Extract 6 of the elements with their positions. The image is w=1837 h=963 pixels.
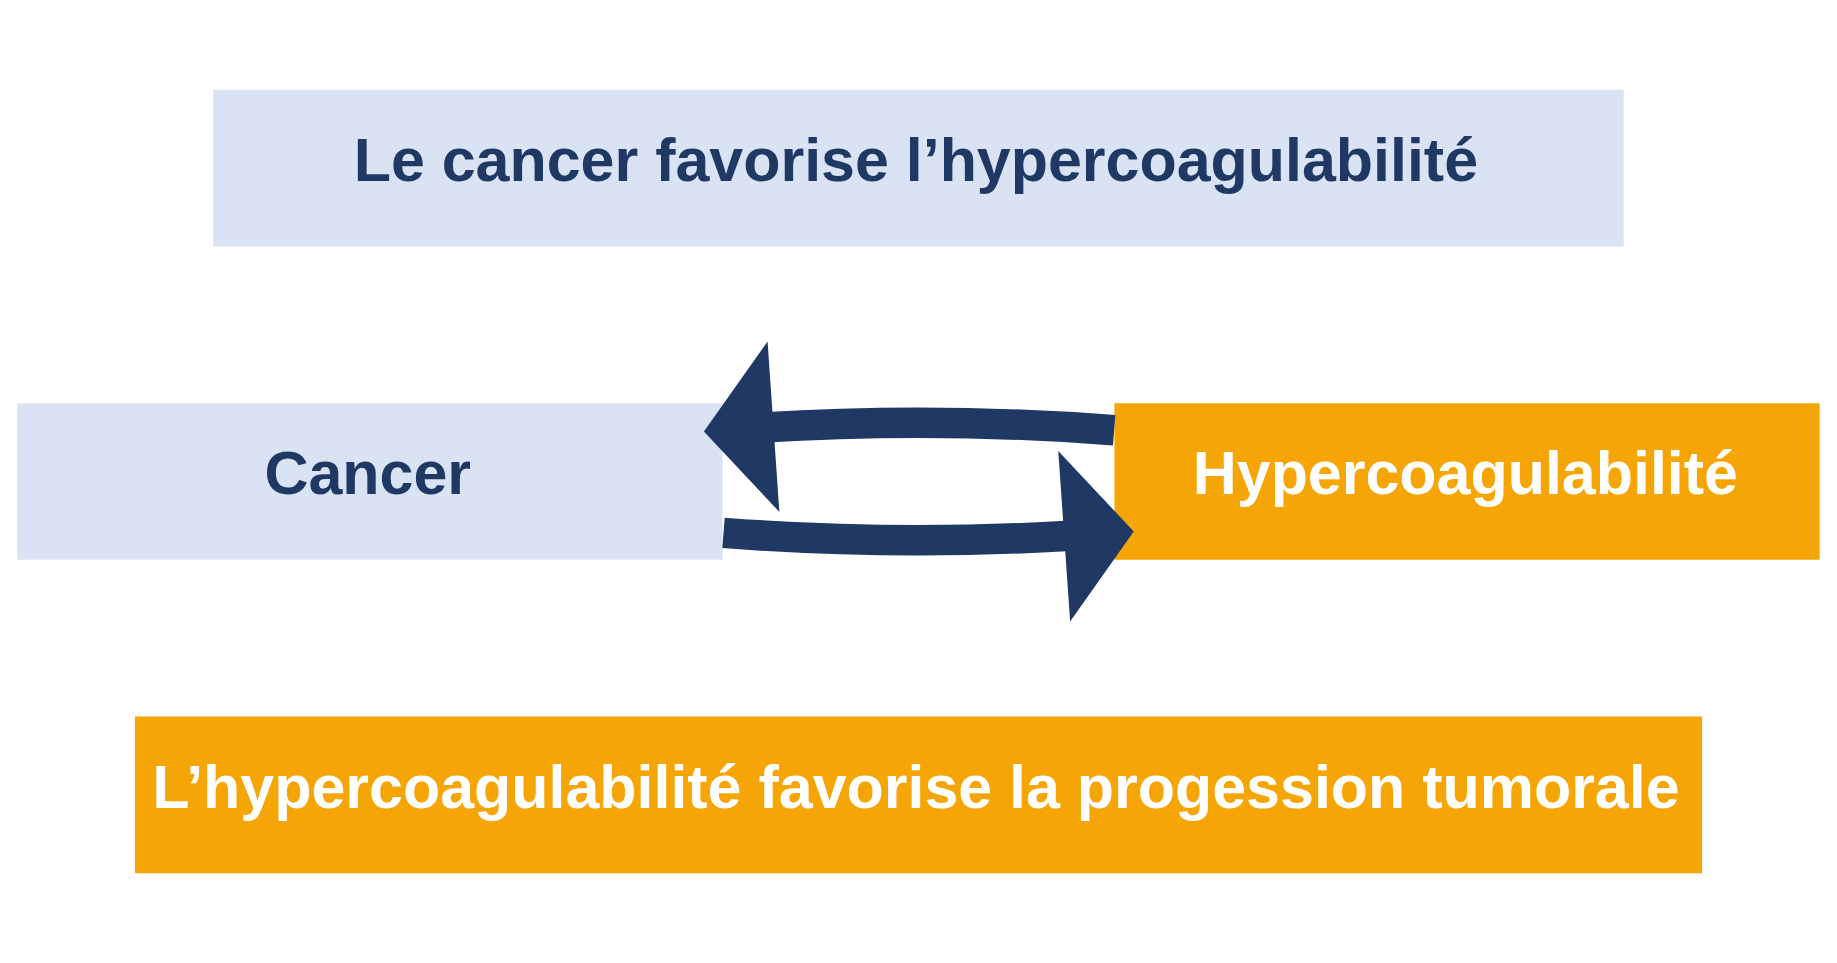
node-box: L’hypercoagulabilité favorise la progession tumorale <box>134 716 1703 874</box>
node-box: Cancer <box>17 403 723 560</box>
arrow <box>703 341 1116 512</box>
node-box: Hypercoagulabilité <box>1114 403 1820 560</box>
node-box: Le cancer favorise l’hypercoagulabilité <box>213 89 1624 247</box>
arrow <box>722 451 1134 622</box>
